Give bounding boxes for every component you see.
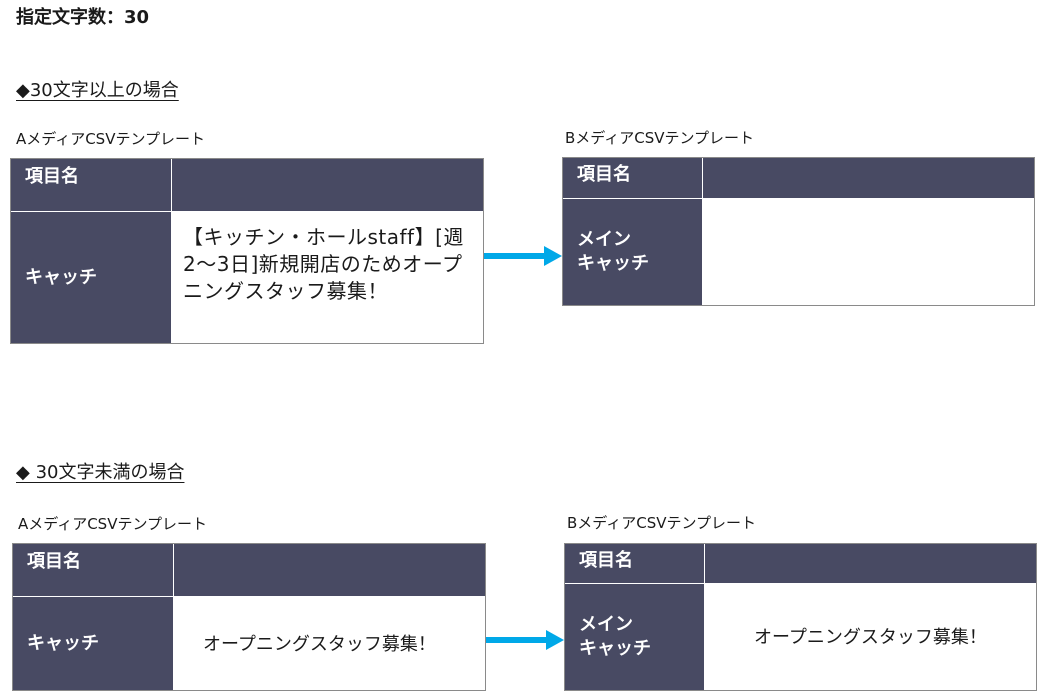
target-header-value [702,158,1034,198]
source-table: 項目名 キャッチ オープニングスタッフ募集！ [12,543,486,691]
row-divider [11,211,171,212]
source-table: 項目名 キャッチ 【キッチン・ホールstaff】[週2〜3日]新規開店のためオー… [10,158,484,344]
source-header-value [171,159,483,211]
target-table: 項目名 メイン キャッチ オープニングスタッフ募集！ [564,543,1037,691]
target-row-label: メイン キャッチ [563,199,702,305]
source-row-value: 【キッチン・ホールstaff】[週2〜3日]新規開店のためオープニングスタッフ募… [183,225,464,303]
page-title: 指定文字数：30 [16,7,150,28]
row-divider [565,583,704,584]
arrow-right-icon [486,630,564,650]
source-row-label: キャッチ [13,597,173,690]
source-template-label: AメディアCSVテンプレート [18,515,208,533]
header-divider [704,544,705,583]
target-header-label: 項目名 [563,158,702,198]
row-divider [13,596,173,597]
target-row-value-cell: オープニングスタッフ募集！ [704,584,1036,690]
target-template-label: BメディアCSVテンプレート [567,514,757,532]
header-divider [173,544,174,596]
target-header-value [704,544,1036,583]
source-row-label: キャッチ [11,212,171,343]
source-header-value [173,544,485,596]
source-template-label: AメディアCSVテンプレート [16,130,206,148]
target-template-label: BメディアCSVテンプレート [565,129,755,147]
section-heading-under: ◆ 30文字未満の場合 [16,462,185,483]
row-divider [563,198,702,199]
target-row-value: オープニングスタッフ募集！ [754,627,987,648]
target-header-label: 項目名 [565,544,704,583]
target-table: 項目名 メイン キャッチ [562,157,1035,306]
arrow-right-icon [484,246,562,266]
target-row-label: メイン キャッチ [565,584,704,690]
source-header-label: 項目名 [11,159,171,211]
target-row-value [702,199,1034,305]
source-header-label: 項目名 [13,544,173,596]
source-row-value-cell: 【キッチン・ホールstaff】[週2〜3日]新規開店のためオープニングスタッフ募… [171,212,483,343]
section-heading-over: ◆30文字以上の場合 [16,80,179,101]
header-divider [702,158,703,198]
header-divider [171,159,172,211]
source-row-value-cell: オープニングスタッフ募集！ [173,597,485,690]
source-row-value: オープニングスタッフ募集！ [203,634,436,655]
